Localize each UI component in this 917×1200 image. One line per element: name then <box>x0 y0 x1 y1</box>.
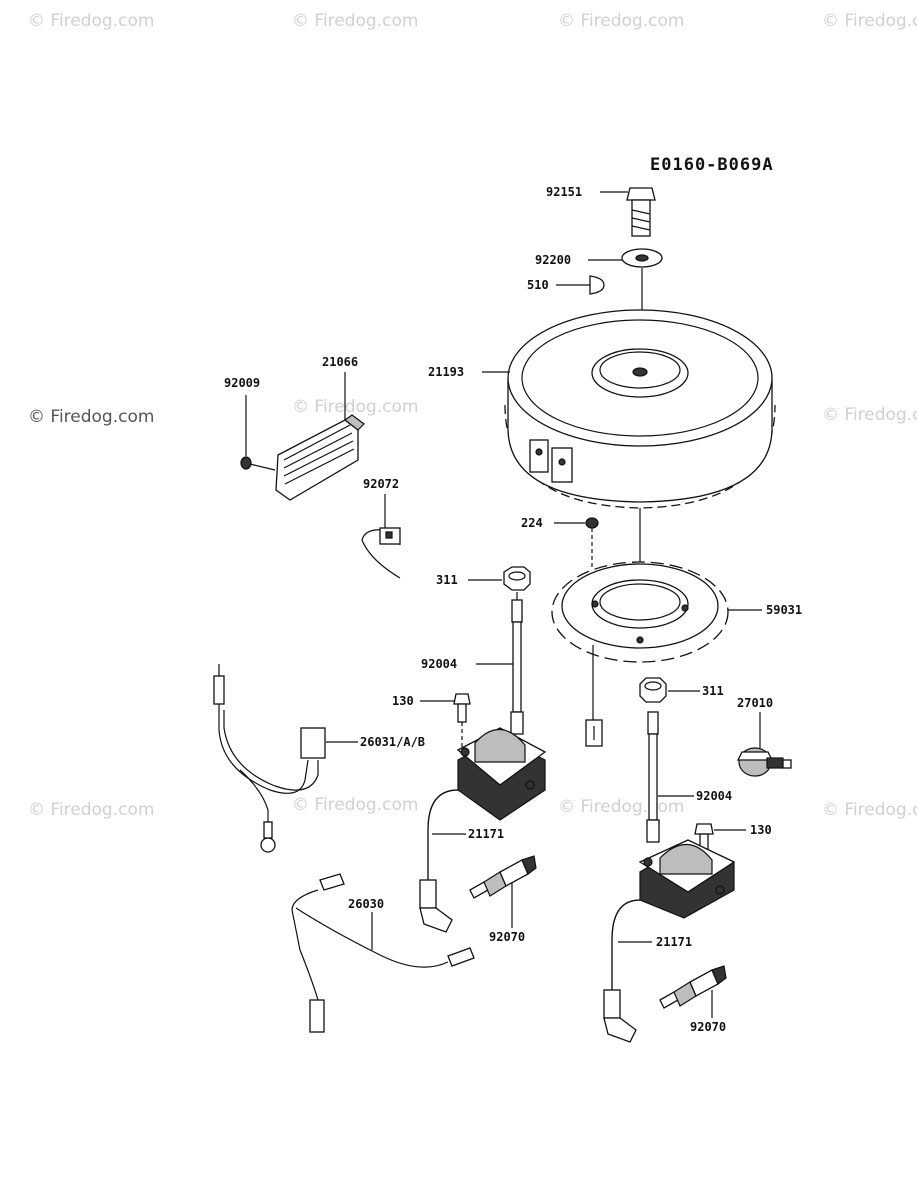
bolt-130-drawing <box>453 693 471 748</box>
part-label-510: 510 <box>527 278 549 292</box>
screw-224-drawing <box>585 517 599 572</box>
part-label-92072: 92072 <box>363 477 399 491</box>
washer-92200-drawing <box>621 248 663 268</box>
stator-59031-drawing <box>551 561 729 747</box>
nut-311-drawing <box>639 677 667 703</box>
watermark: © Firedog.com <box>292 795 418 815</box>
part-label-92070: 92070 <box>489 930 525 944</box>
clamp-92072-drawing <box>361 527 401 579</box>
part-label-59031: 59031 <box>766 603 802 617</box>
harness-26031-drawing <box>213 664 326 853</box>
bolt-92151-drawing <box>626 187 656 237</box>
part-label-21193: 21193 <box>428 365 464 379</box>
flywheel-21193-drawing <box>504 309 776 509</box>
watermark: © Firedog.com <box>822 11 917 31</box>
harness-26030-drawing <box>291 873 475 1033</box>
key-510-drawing <box>589 275 605 295</box>
part-label-92070: 92070 <box>690 1020 726 1034</box>
part-label-21066: 21066 <box>322 355 358 369</box>
part-label-311: 311 <box>702 684 724 698</box>
part-label-27010: 27010 <box>737 696 773 710</box>
part-label-26031: 26031/A/B <box>360 735 425 749</box>
ignition-coil-21171-drawing <box>419 727 547 933</box>
part-label-224: 224 <box>521 516 543 530</box>
watermark: © Firedog.com <box>822 800 917 820</box>
watermarks: © Firedog.com © Firedog.com © Firedog.co… <box>28 11 917 820</box>
watermark: © Firedog.com <box>28 800 154 820</box>
stud-92004-drawing <box>510 592 524 735</box>
part-label-92004: 92004 <box>696 789 732 803</box>
nut-311-drawing <box>503 566 531 591</box>
stud-92004-drawing <box>646 711 660 843</box>
watermark: © Firedog.com <box>292 397 418 417</box>
part-label-21171: 21171 <box>468 827 504 841</box>
bolt-92009-drawing <box>240 456 276 471</box>
watermark: © Firedog.com <box>28 11 154 31</box>
switch-27010-drawing <box>736 747 792 777</box>
spark-plug-92070-drawing <box>659 965 727 1009</box>
watermark: © Firedog.com <box>28 407 154 427</box>
part-label-21171: 21171 <box>656 935 692 949</box>
ignition-coil-21171-drawing <box>603 839 736 1043</box>
part-label-26030: 26030 <box>348 897 384 911</box>
watermark: © Firedog.com <box>822 405 917 425</box>
watermark: © Firedog.com <box>558 797 684 817</box>
part-label-92151: 92151 <box>546 185 582 199</box>
part-label-311: 311 <box>436 573 458 587</box>
diagram-code: E0160-B069A <box>650 155 774 175</box>
part-label-130: 130 <box>750 823 772 837</box>
part-label-92200: 92200 <box>535 253 571 267</box>
watermark: © Firedog.com <box>558 11 684 31</box>
part-label-130: 130 <box>392 694 414 708</box>
watermark: © Firedog.com <box>292 11 418 31</box>
part-label-92004: 92004 <box>421 657 457 671</box>
regulator-21066-drawing <box>275 414 365 501</box>
spark-plug-92070-drawing <box>469 855 537 899</box>
part-label-92009: 92009 <box>224 376 260 390</box>
